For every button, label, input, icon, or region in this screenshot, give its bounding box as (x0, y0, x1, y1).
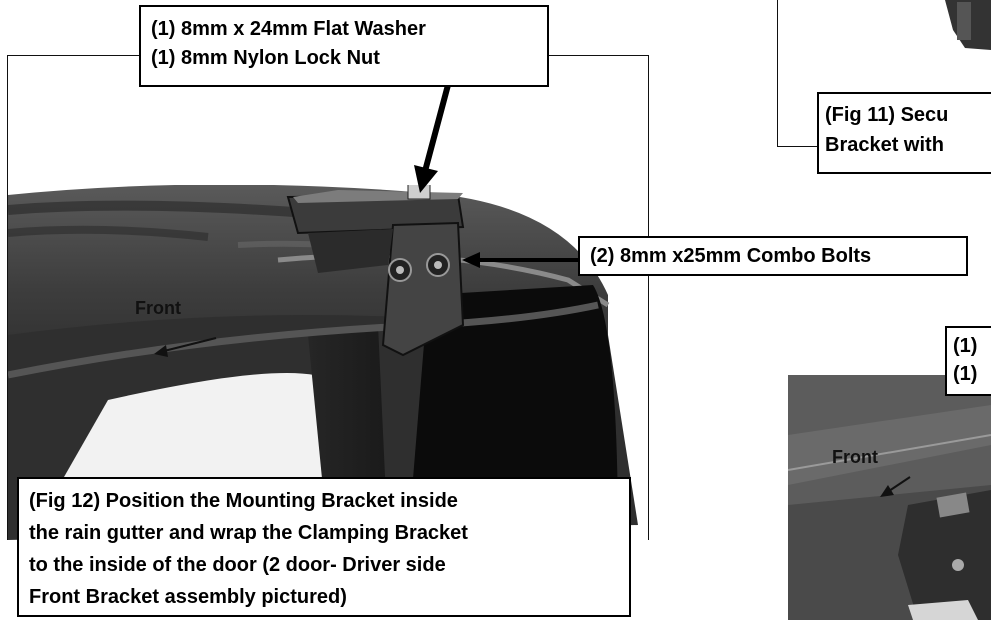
fig11-caption: (Fig 11) Secu Bracket with (817, 92, 991, 174)
fig12-front-label: Front (135, 298, 181, 318)
washer-line: (1) 8mm x 24mm Flat Washer (151, 18, 426, 40)
nut-line: (1) 8mm Nylon Lock Nut (151, 47, 380, 69)
fig11-caption-line-2: Bracket with (825, 134, 944, 156)
fig13-callout-line-2: (1) (953, 363, 978, 385)
washer-nut-callout: (1) 8mm x 24mm Flat Washer (1) 8mm Nylon… (139, 5, 549, 87)
fig11-photo-fragment (945, 0, 991, 50)
fig11-caption-line-1: (Fig 11) Secu (825, 104, 949, 126)
washer-arrow (414, 85, 451, 193)
fig13-photo-art (788, 375, 991, 620)
fig13-front-label: Front (832, 447, 878, 467)
caption-line-3: to the inside of the door (2 door- Drive… (29, 554, 446, 576)
combo-bolts-callout: (2) 8mm x25mm Combo Bolts (578, 236, 968, 276)
fig13-callout: (1) (1) (945, 326, 991, 396)
bracket-illustration (286, 185, 465, 357)
fig13-callout-line-1: (1) (953, 335, 978, 357)
caption-line-1: (Fig 12) Position the Mounting Bracket i… (29, 490, 458, 512)
caption-line-4: Front Bracket assembly pictured) (29, 586, 347, 608)
bolts-arrow (462, 252, 580, 268)
fig12-caption: (Fig 12) Position the Mounting Bracket i… (17, 477, 631, 617)
caption-line-2: the rain gutter and wrap the Clamping Br… (29, 522, 468, 544)
fig13-photo (788, 375, 991, 620)
